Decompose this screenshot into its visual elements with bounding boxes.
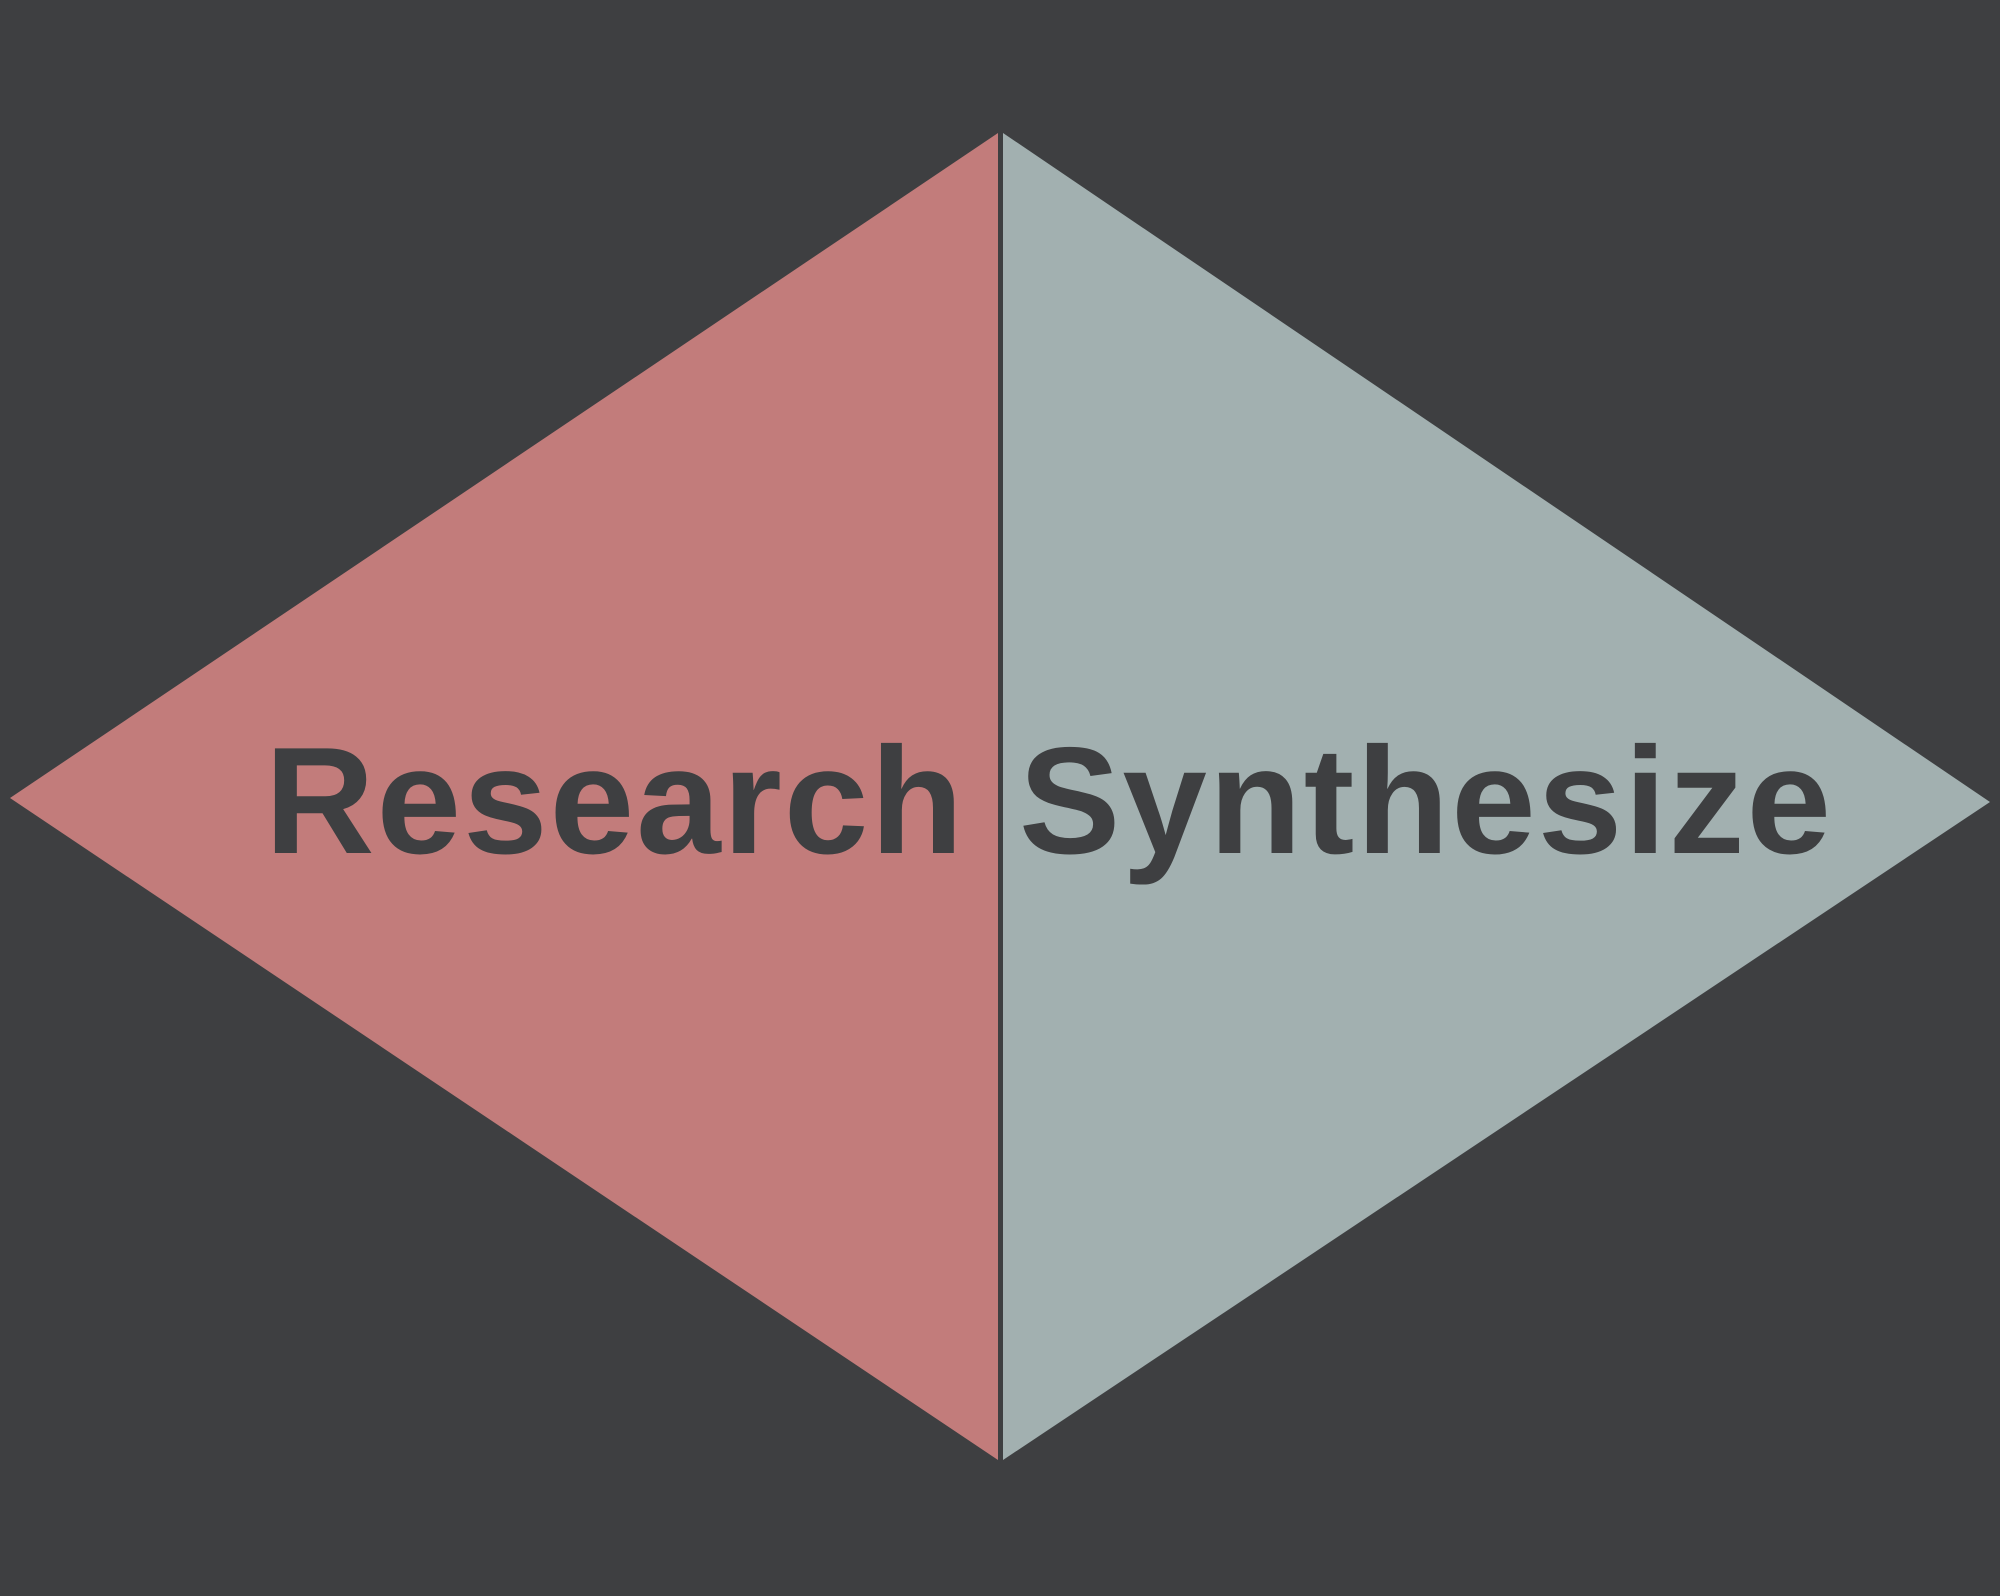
- synthesize-label: Synthesize: [1019, 716, 1833, 886]
- synthesize-triangle: [1003, 133, 1990, 1460]
- research-label: Research: [265, 716, 965, 886]
- research-triangle: [10, 133, 998, 1460]
